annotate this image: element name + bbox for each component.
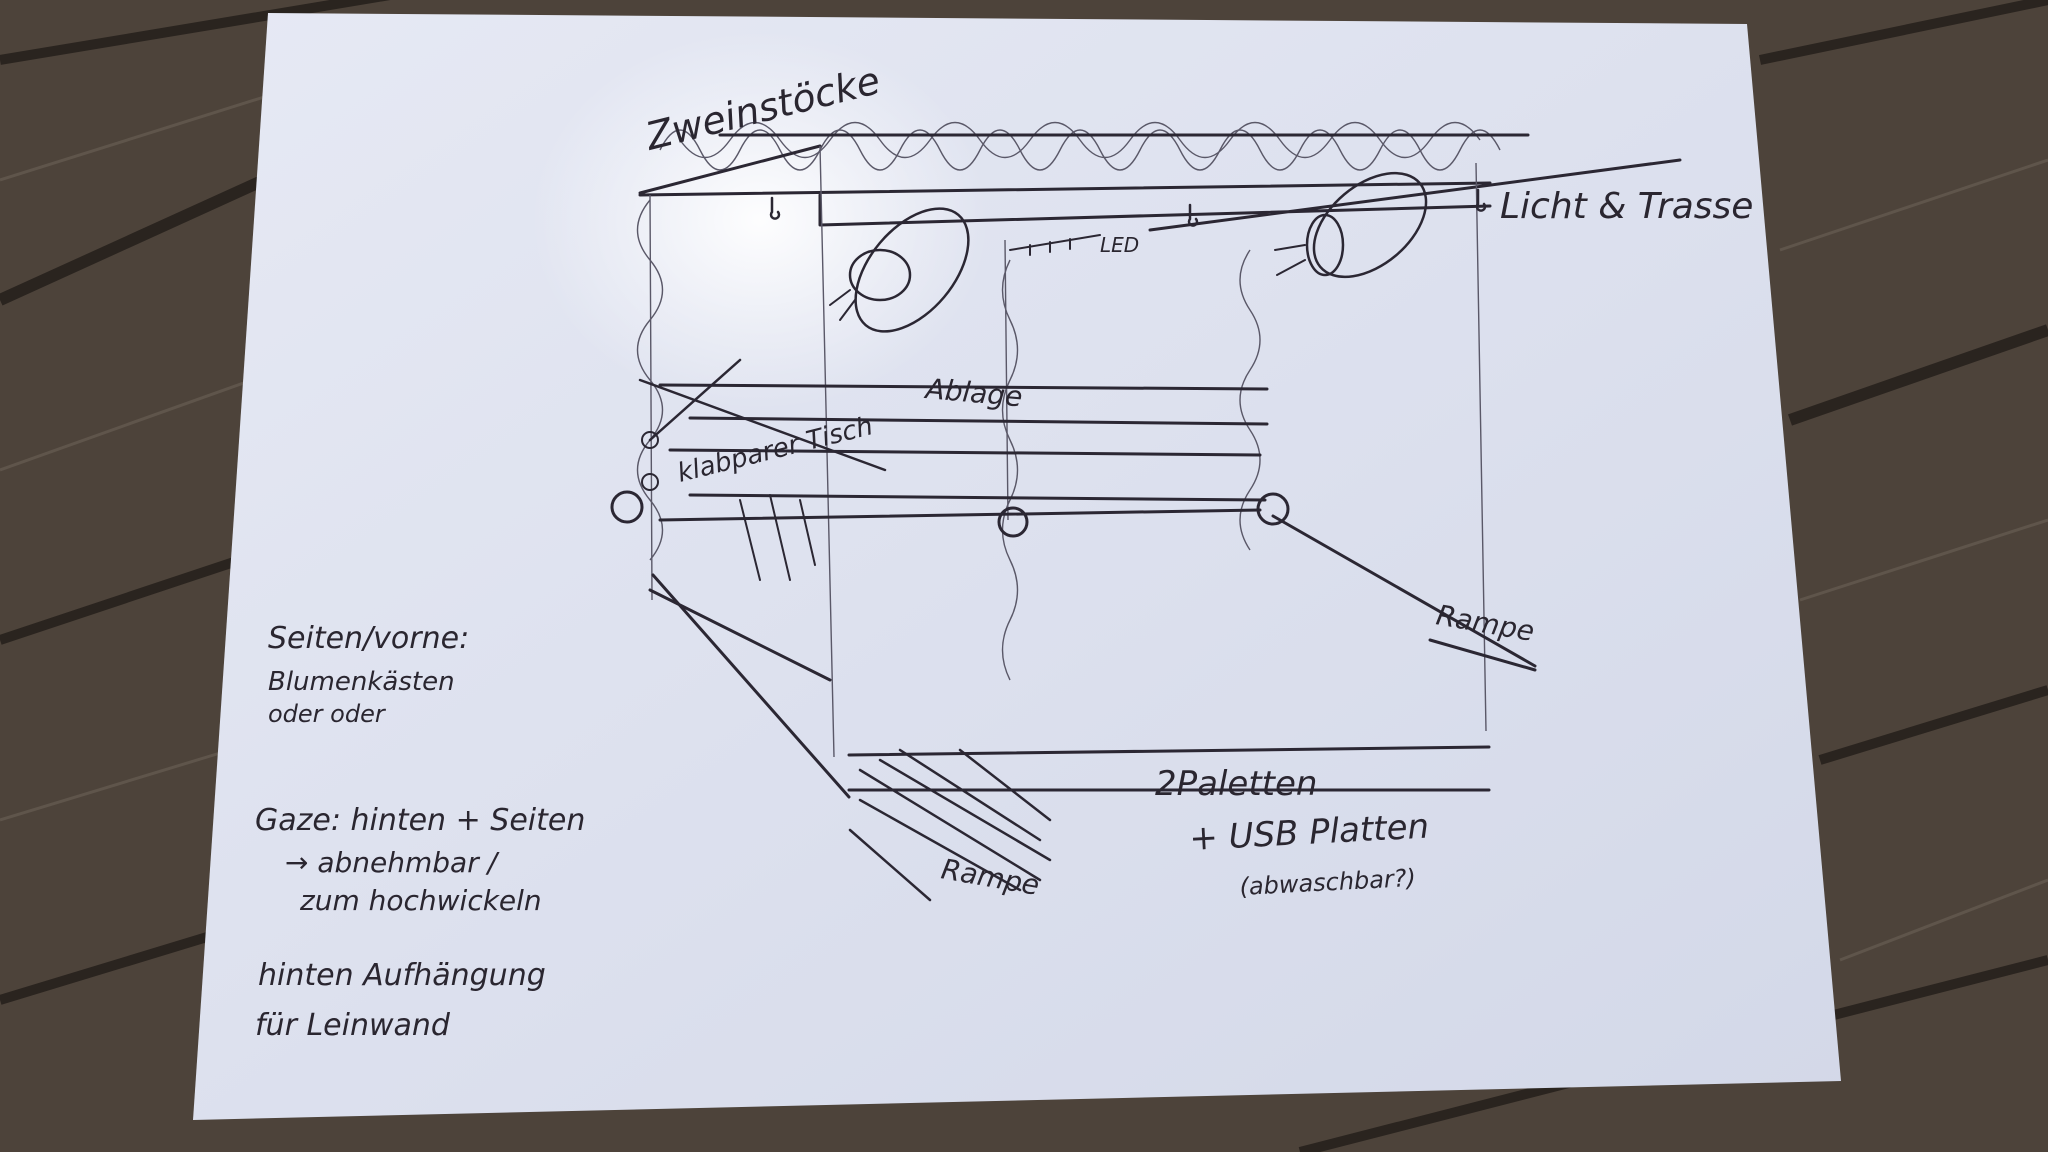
note-sides-line1: Blumenkästen	[268, 667, 455, 697]
paper-sheet	[193, 13, 1841, 1120]
sun-glare	[530, 30, 990, 410]
note-gauze-line2: → abnehmbar /	[285, 846, 500, 879]
note-sides-line2: oder oder	[268, 700, 387, 728]
lamp-right-icon	[1274, 171, 1428, 279]
note-sides-title: Seiten/vorne:	[268, 621, 469, 656]
led-label: LED	[1100, 233, 1139, 257]
pavilion-sketch	[610, 122, 1682, 902]
side-notes: Seiten/vorne: Blumenkästen oder oder Gaz…	[255, 621, 585, 1043]
pallets-label: 2Paletten	[1155, 764, 1317, 804]
light-label: Licht & Trasse	[1500, 186, 1753, 227]
note-gauze-line3: zum hochwickeln	[299, 884, 542, 917]
note-gauze-line1: Gaze: hinten + Seiten	[255, 803, 585, 838]
lamp-left-icon	[829, 207, 970, 333]
note-back-line2: für Leinwand	[255, 1008, 451, 1043]
note-back-line1: hinten Aufhängung	[258, 958, 546, 993]
